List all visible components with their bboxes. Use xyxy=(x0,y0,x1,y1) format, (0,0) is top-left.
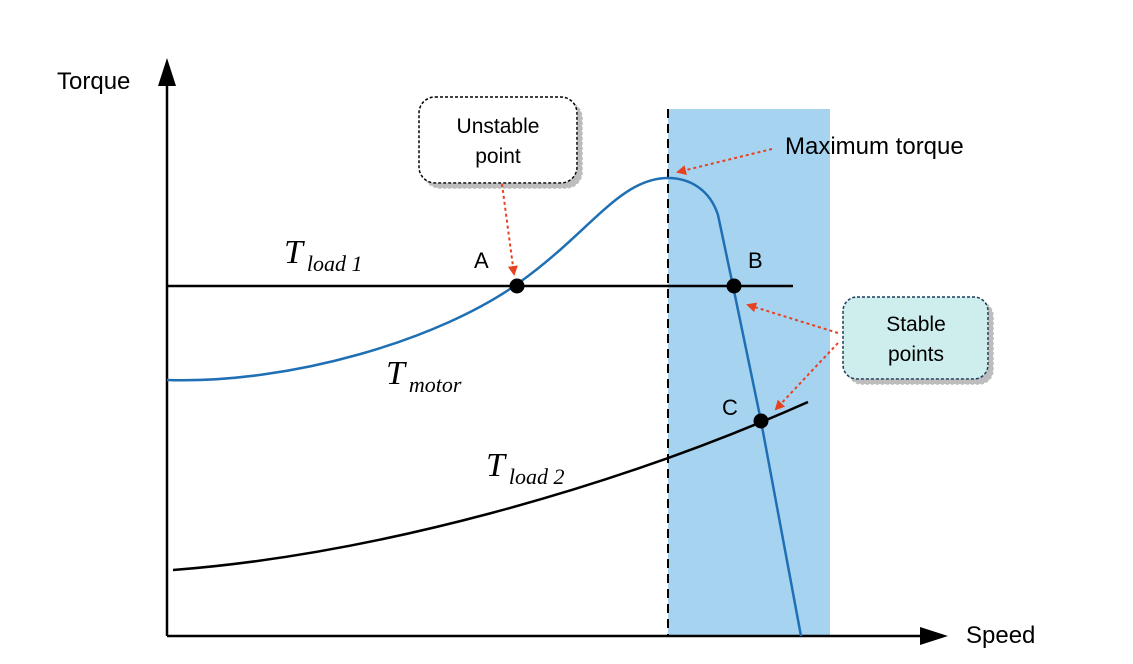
unstable-callout-line1: Unstable xyxy=(457,115,540,138)
load2-curve xyxy=(172,400,809,572)
point-c-label: C xyxy=(722,395,738,420)
max-torque-label: Maximum torque xyxy=(785,133,964,160)
motor-subscript: motor xyxy=(409,372,462,397)
motor-symbol: T xyxy=(386,355,407,392)
load1-symbol: T xyxy=(284,234,305,271)
max-torque-arrow xyxy=(676,148,773,175)
stable-region xyxy=(668,109,830,636)
stable-callout-line2: points xyxy=(888,343,944,366)
unstable-callout-box xyxy=(418,96,578,184)
point-c-marker xyxy=(753,413,769,429)
point-a-marker xyxy=(509,278,525,294)
point-a-label: A xyxy=(474,248,489,273)
load2-symbol: T xyxy=(486,447,507,484)
unstable-callout-line2: point xyxy=(475,145,521,168)
stable-callout-line1: Stable xyxy=(886,313,946,336)
load2-subscript: load 2 xyxy=(509,464,565,489)
y-axis-arrowhead xyxy=(158,58,176,86)
stable-arrow-to-b xyxy=(746,302,839,334)
x-axis-label: Speed xyxy=(966,622,1035,649)
load1-subscript: load 1 xyxy=(307,251,363,276)
point-b-marker xyxy=(726,278,742,294)
y-axis-label: Torque xyxy=(57,68,130,95)
motor-curve xyxy=(166,176,803,637)
point-b-label: B xyxy=(748,248,763,273)
stable-callout-box xyxy=(842,296,989,380)
x-axis-arrowhead xyxy=(920,627,948,645)
unstable-arrow xyxy=(501,183,518,276)
